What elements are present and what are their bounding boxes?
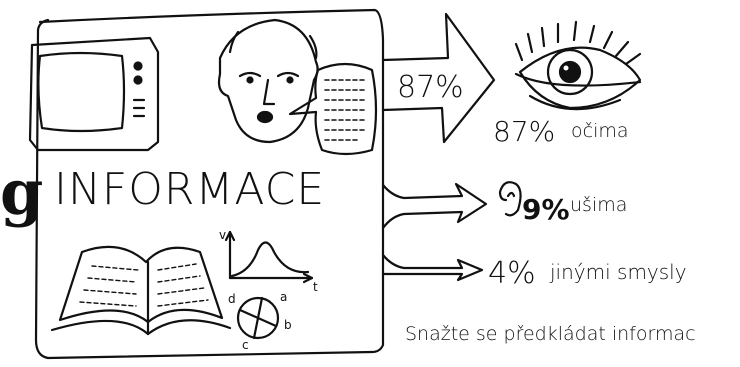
ears-label: ušima	[570, 196, 627, 215]
pie-label-b: b	[284, 318, 292, 332]
other-senses-label: jinými smysly	[550, 262, 687, 282]
graph-v-label: v	[219, 228, 226, 242]
informace-heading: INFORMACE	[54, 168, 325, 212]
ear-icon	[500, 182, 521, 215]
eyes-label: očima	[571, 122, 629, 141]
other-senses-percent: 4%	[488, 259, 536, 289]
book-icon	[52, 247, 230, 334]
arrow-other	[383, 255, 482, 280]
graph-t-label: t	[313, 280, 318, 294]
eye-icon	[516, 22, 640, 109]
pie-label-d: d	[228, 292, 236, 306]
ears-percent: 9%	[522, 196, 570, 224]
eyes-percent: 87%	[493, 118, 555, 146]
graph-icon	[226, 232, 312, 282]
pie-chart-icon	[238, 298, 278, 338]
arrow-ears	[383, 184, 486, 228]
face-icon	[219, 20, 318, 142]
pie-label-a: a	[280, 290, 287, 304]
speech-bubble-icon	[290, 64, 376, 154]
television-icon	[30, 38, 158, 150]
advice-text: Snažte se předkládat informac	[405, 325, 696, 344]
main-arrow-percent: 87%	[397, 73, 464, 103]
pie-label-c: c	[242, 338, 249, 352]
large-letter-g: g	[0, 162, 43, 224]
